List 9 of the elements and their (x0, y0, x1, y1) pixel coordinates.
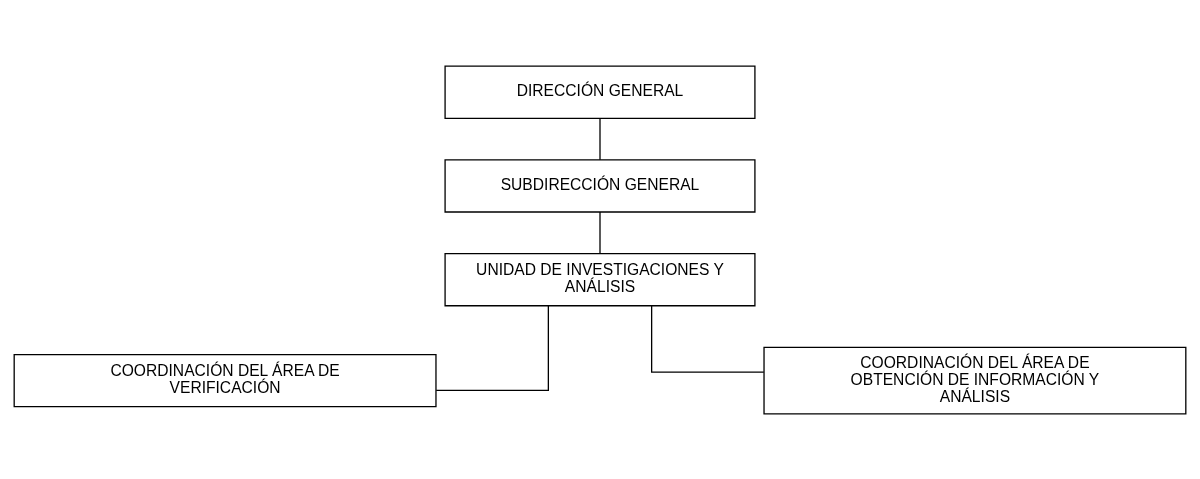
node-box: COORDINACIÓN DEL ÁREA DE OBTENCIÓN DE INFORMACIÓN Y ANÁLISIS (763, 346, 1187, 414)
connector (435, 304, 549, 391)
node-box: UNIDAD DE INVESTIGACIONES Y ANÁLISIS (444, 252, 756, 306)
node-box: DIRECCIÓN GENERAL (444, 65, 756, 119)
node-box: COORDINACIÓN DEL ÁREA DE VERIFICACIÓN (13, 353, 437, 407)
connector (599, 117, 601, 160)
connector (651, 304, 765, 373)
connector (599, 210, 601, 254)
node-box: SUBDIRECCIÓN GENERAL (444, 158, 756, 213)
